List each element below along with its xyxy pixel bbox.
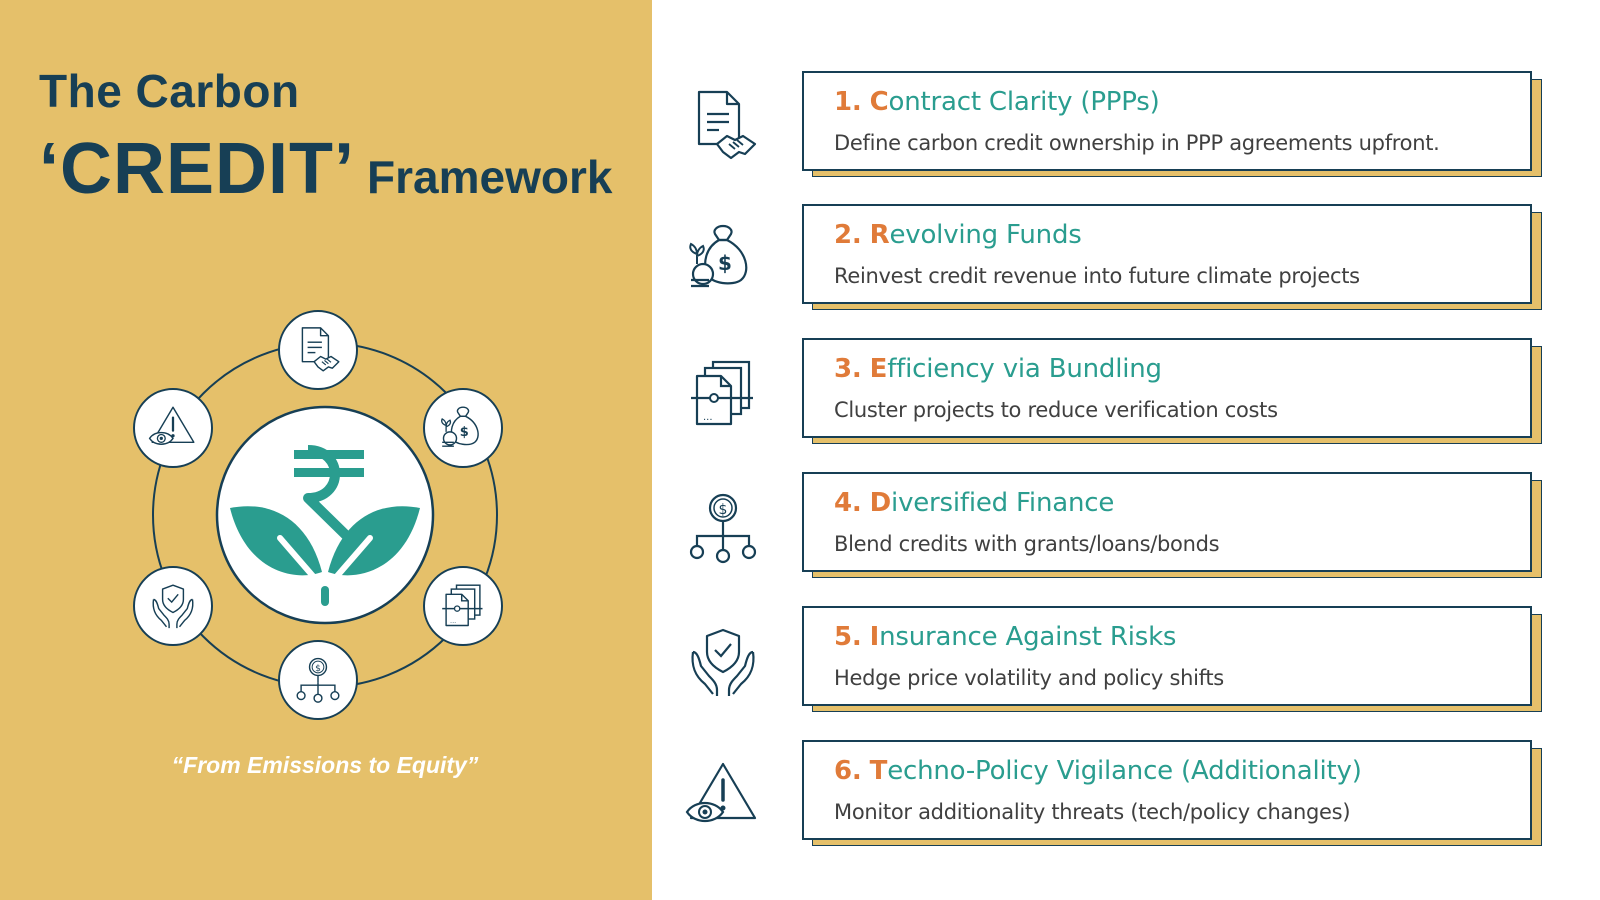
tagline: “From Emissions to Equity” xyxy=(171,752,479,778)
card-box: 3. Efficiency via Bundling Cluster proje… xyxy=(802,338,1532,438)
card-title-rest: fficiency via Bundling xyxy=(887,354,1162,384)
card-description: Hedge price volatility and policy shifts xyxy=(834,666,1224,690)
contract-handshake-icon xyxy=(683,86,763,166)
card-box: 2. Revolving Funds Reinvest credit reven… xyxy=(802,204,1532,304)
card-box: 5. Insurance Against Risks Hedge price v… xyxy=(802,606,1532,706)
card-title: 5. Insurance Against Risks xyxy=(834,622,1176,652)
card-description: Reinvest credit revenue into future clim… xyxy=(834,264,1360,288)
rupee-leaf-icon xyxy=(215,405,435,625)
card-initial: I xyxy=(869,622,880,652)
framework-card-4: 4. Diversified Finance Blend credits wit… xyxy=(802,472,1542,578)
card-title: 6. Techno-Policy Vigilance (Additionalit… xyxy=(834,756,1362,786)
card-initial: T xyxy=(869,756,888,786)
card-initial: D xyxy=(869,488,892,518)
card-number: 5. xyxy=(834,622,862,652)
card-description: Monitor additionality threats (tech/poli… xyxy=(834,800,1351,824)
card-number: 4. xyxy=(834,488,862,518)
framework-wheel xyxy=(133,310,503,720)
card-title: 1. Contract Clarity (PPPs) xyxy=(834,87,1160,117)
card-initial: R xyxy=(869,220,890,250)
title-line1: The Carbon xyxy=(39,65,300,117)
card-description: Define carbon credit ownership in PPP ag… xyxy=(834,131,1440,155)
card-number: 2. xyxy=(834,220,862,250)
card-title-rest: echno-Policy Vigilance (Additionality) xyxy=(887,756,1362,786)
card-box: 4. Diversified Finance Blend credits wit… xyxy=(802,472,1532,572)
card-title: 4. Diversified Finance xyxy=(834,488,1114,518)
card-initial: E xyxy=(869,354,888,384)
documents-bundle-icon xyxy=(683,354,763,434)
finance-tree-icon xyxy=(683,488,763,568)
money-bag-icon xyxy=(683,218,763,298)
framework-card-1: 1. Contract Clarity (PPPs) Define carbon… xyxy=(802,71,1542,177)
card-initial: C xyxy=(869,87,889,117)
card-description: Cluster projects to reduce verification … xyxy=(834,398,1278,422)
left-panel: The Carbon ‘CREDIT’Framework xyxy=(0,0,652,900)
card-description: Blend credits with grants/loans/bonds xyxy=(834,532,1220,556)
card-title: 3. Efficiency via Bundling xyxy=(834,354,1162,384)
title-framework: Framework xyxy=(367,151,613,203)
framework-card-3: 3. Efficiency via Bundling Cluster proje… xyxy=(802,338,1542,444)
title-line2: ‘CREDIT’Framework xyxy=(39,128,612,210)
wheel-bundle-icon xyxy=(423,566,503,646)
card-title-rest: evolving Funds xyxy=(889,220,1082,250)
wheel-shield-icon xyxy=(133,566,213,646)
card-title: 2. Revolving Funds xyxy=(834,220,1082,250)
shield-hands-icon xyxy=(683,622,763,702)
card-number: 3. xyxy=(834,354,862,384)
wheel-contract-icon xyxy=(278,310,358,390)
card-title-rest: ontract Clarity (PPPs) xyxy=(888,87,1160,117)
framework-card-6: 6. Techno-Policy Vigilance (Additionalit… xyxy=(802,740,1542,846)
card-number: 1. xyxy=(834,87,862,117)
title-credit: ‘CREDIT’ xyxy=(39,129,356,209)
card-title-rest: nsurance Against Risks xyxy=(879,622,1177,652)
wheel-warning-icon xyxy=(133,388,213,468)
card-title-rest: iversified Finance xyxy=(891,488,1115,518)
framework-card-2: 2. Revolving Funds Reinvest credit reven… xyxy=(802,204,1542,310)
wheel-finance-icon xyxy=(278,640,358,720)
card-number: 6. xyxy=(834,756,862,786)
card-box: 1. Contract Clarity (PPPs) Define carbon… xyxy=(802,71,1532,171)
framework-card-5: 5. Insurance Against Risks Hedge price v… xyxy=(802,606,1542,712)
card-box: 6. Techno-Policy Vigilance (Additionalit… xyxy=(802,740,1532,840)
wheel-moneybag-icon xyxy=(423,388,503,468)
warning-eye-icon xyxy=(683,756,763,836)
